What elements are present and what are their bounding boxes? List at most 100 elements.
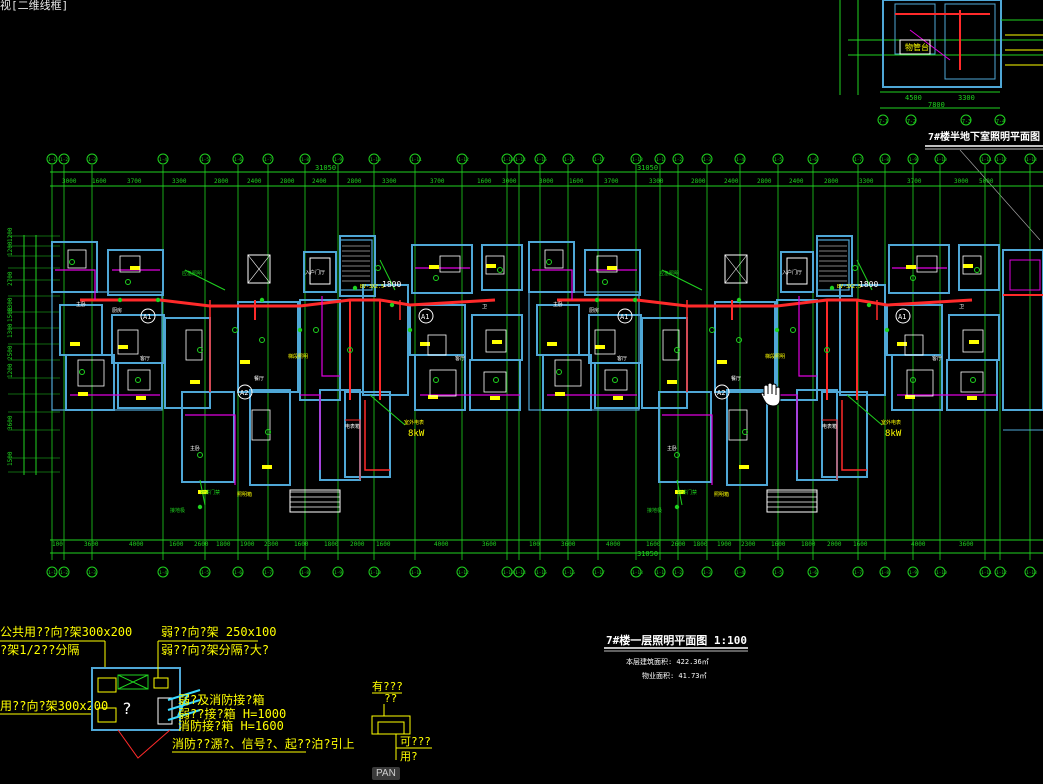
unit-outline bbox=[528, 291, 640, 411]
light-fixture bbox=[197, 347, 203, 353]
axis-bubble-bottom bbox=[262, 566, 274, 578]
panel-note: 电表箱 bbox=[345, 423, 360, 430]
axis-bubble-bottom bbox=[907, 566, 919, 578]
overall-dim-left: 31050 bbox=[315, 164, 336, 172]
axis-label-bottom: 1-17 bbox=[594, 570, 605, 576]
bottom-dim-label: 4000 bbox=[911, 541, 926, 548]
viewport-label[interactable]: 视[二维线框] bbox=[0, 0, 69, 12]
unit-bubble bbox=[237, 384, 253, 400]
status-pan-button[interactable]: PAN bbox=[372, 767, 400, 780]
load-label: 8kW bbox=[885, 429, 902, 439]
top-dim-label: 3300 bbox=[172, 178, 187, 185]
switch-dot bbox=[389, 302, 395, 308]
room-label: 客厅 bbox=[932, 355, 942, 362]
leader bbox=[661, 269, 703, 291]
axis-label-bottom: 1-10 bbox=[370, 570, 381, 576]
elevator bbox=[247, 254, 271, 284]
axis-label-bottom: 1-2 bbox=[60, 570, 68, 576]
room-label: 卫 bbox=[482, 304, 487, 310]
axis-label-bottom: 1-13 bbox=[503, 570, 514, 576]
top-dim-label: 2800 bbox=[214, 178, 229, 185]
fixture-tag bbox=[667, 380, 677, 384]
door-note: 对讲门禁 bbox=[200, 489, 220, 496]
fixture-tag bbox=[555, 392, 565, 396]
top-dim-label: 2800 bbox=[824, 178, 839, 185]
light-fixture bbox=[910, 275, 916, 281]
bottom-dim-label: 2600 bbox=[671, 541, 686, 548]
wall bbox=[821, 391, 868, 478]
axis-label-bottom: 1-12 bbox=[996, 570, 1007, 576]
wire-note: BV-3X2.5 bbox=[360, 284, 384, 290]
furniture bbox=[916, 255, 938, 273]
bottom-dim-label: 1900 bbox=[717, 541, 732, 548]
meter-note: 室外电表 bbox=[404, 419, 424, 426]
axis-label-top: 1-12 bbox=[996, 157, 1007, 163]
furniture bbox=[728, 409, 748, 441]
axis-label-top: 1-6 bbox=[234, 157, 242, 163]
wall bbox=[888, 244, 950, 294]
area-building: 本层建筑面积: 422.36㎡ bbox=[626, 657, 709, 666]
bottom-dim-label: 1600 bbox=[771, 541, 786, 548]
axis-bubble-top bbox=[852, 153, 864, 165]
axis-bubble-bottom bbox=[592, 566, 604, 578]
axis-bubble-bottom bbox=[157, 566, 169, 578]
stair-note: 梯段照明 bbox=[765, 353, 785, 360]
legend-left-line8: 消防接?箱 H=1600 bbox=[178, 718, 284, 733]
room-label: 厨房 bbox=[589, 307, 599, 314]
inset-axis-bubbles: 7-1 7-2 7-3 7-4 bbox=[877, 114, 1006, 126]
unit-bubble bbox=[714, 384, 730, 400]
unit-bubble bbox=[418, 308, 434, 324]
leader bbox=[856, 259, 873, 291]
fixture-tag bbox=[906, 265, 916, 269]
wire bbox=[822, 419, 838, 480]
legend-left-line7: 弱??接?箱 H=1000 bbox=[178, 706, 286, 721]
axis-label-top: 1-8 bbox=[301, 157, 309, 163]
room-label: 餐厅 bbox=[254, 375, 264, 382]
axis-label-top: 1-1 bbox=[656, 157, 664, 163]
fixture-tag bbox=[717, 360, 727, 364]
elevator bbox=[724, 254, 748, 284]
top-dim-label: 3700 bbox=[907, 178, 922, 185]
axis-bubble-top bbox=[1024, 153, 1036, 165]
wall bbox=[958, 244, 1000, 291]
axis-label-top: 1-9 bbox=[909, 157, 917, 163]
circuit bbox=[532, 269, 573, 300]
axis-bubble-top bbox=[934, 153, 946, 165]
circuit bbox=[185, 414, 236, 485]
axis-bubble-bottom bbox=[994, 566, 1006, 578]
wall bbox=[780, 251, 814, 293]
inset-dim-2: 7800 bbox=[928, 101, 945, 109]
switch-dot bbox=[352, 285, 358, 291]
room-label: 主卧 bbox=[190, 445, 200, 452]
leader bbox=[846, 394, 883, 426]
legend-left-line3: 用??向?架300x200 bbox=[0, 698, 108, 713]
furniture bbox=[429, 369, 457, 397]
floor-plan-edge bbox=[1002, 249, 1043, 431]
floor-plan-right: A1A2A118008kWBV-3X2.5室外电表梯段照明电表箱照明箱接地极应急… bbox=[528, 235, 1000, 514]
switch-dot bbox=[736, 297, 742, 303]
bottom-dim-label: 1600 bbox=[853, 541, 868, 548]
axis-label-bottom: 1-9 bbox=[909, 570, 917, 576]
axis-bubble-bottom bbox=[501, 566, 513, 578]
axis-bubble-bottom bbox=[562, 566, 574, 578]
axis-label-top: 1-13 bbox=[503, 157, 514, 163]
unit-bubble bbox=[140, 308, 156, 324]
top-dim-label: 2800 bbox=[757, 178, 772, 185]
axis-label-bottom: 1-18 bbox=[632, 570, 643, 576]
bottom-dim-label: 3600 bbox=[84, 541, 99, 548]
axis-bubble-top bbox=[772, 153, 784, 165]
furniture bbox=[119, 255, 141, 273]
fixture-tag bbox=[492, 340, 502, 344]
fixture-tag bbox=[198, 490, 208, 494]
fixture-tag bbox=[613, 396, 623, 400]
wire bbox=[841, 400, 867, 471]
legend-mid: 有??? ?? 可??? 用? bbox=[371, 679, 432, 763]
left-dim-label: 1200 bbox=[7, 241, 14, 256]
axis-label-top: 1-10 bbox=[936, 157, 947, 163]
wire bbox=[364, 400, 390, 471]
light-fixture bbox=[970, 377, 976, 383]
top-dim-label: 3300 bbox=[649, 178, 664, 185]
axis-bubble-bottom bbox=[630, 566, 642, 578]
fixture-tag bbox=[905, 395, 915, 399]
